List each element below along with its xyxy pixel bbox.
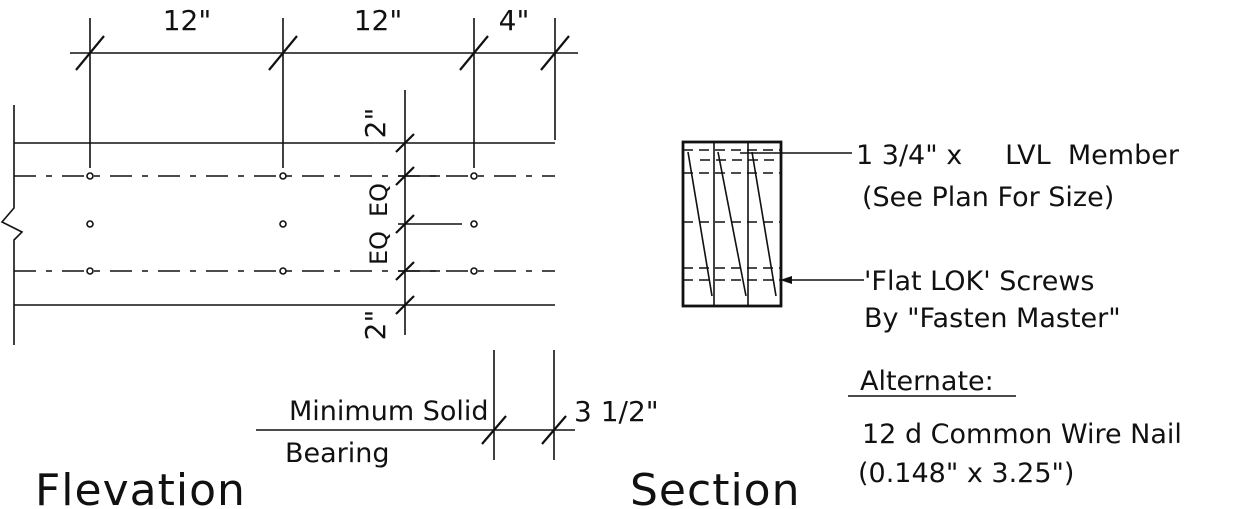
wall-break-line	[0, 105, 24, 345]
screw-points	[86, 172, 478, 275]
screw-diagonals	[687, 151, 777, 297]
screws-label: 'Flat LOK' Screws	[864, 266, 1094, 297]
lvl-member-section	[681, 140, 783, 308]
top-dimension-string	[70, 18, 578, 168]
bearing-dimension	[256, 350, 575, 460]
alternate-nail: 12 d Common Wire Nail	[862, 419, 1182, 450]
alternate-nail-size: (0.148" x 3.25")	[858, 458, 1074, 489]
bearing-length: 3 1/2"	[574, 395, 659, 428]
dim-spacing-1: 12"	[163, 4, 212, 37]
alternate-heading: Alternate:	[860, 366, 994, 397]
dim-spacing-2: 12"	[354, 4, 403, 37]
member-size-note: (See Plan For Size)	[862, 182, 1114, 213]
section-title: Section	[630, 465, 800, 509]
screws-arrowhead	[780, 276, 792, 284]
bearing-label-line2: Bearing	[285, 438, 390, 469]
dim-eq-lower: EQ	[365, 231, 393, 265]
dim-eq-upper: EQ	[365, 183, 393, 217]
section-screws	[683, 149, 781, 281]
section-view: 1 3/4" x LVL Member (See Plan For Size) …	[630, 140, 1182, 509]
dim-bottom-edge: 2"	[359, 310, 392, 341]
member-label: 1 3/4" x LVL Member	[856, 140, 1180, 171]
dim-top-edge: 2"	[359, 108, 392, 139]
elevation-view: 12" 12" 4" 2" EQ EQ 2" Minimum Solid B	[0, 4, 659, 509]
bearing-label-line1: Minimum Solid	[289, 396, 489, 427]
screws-manufacturer: By "Fasten Master"	[864, 303, 1121, 334]
vertical-dimension-string	[395, 90, 462, 335]
dim-end-distance: 4"	[499, 4, 530, 37]
elevation-title: Flevation	[35, 465, 246, 509]
